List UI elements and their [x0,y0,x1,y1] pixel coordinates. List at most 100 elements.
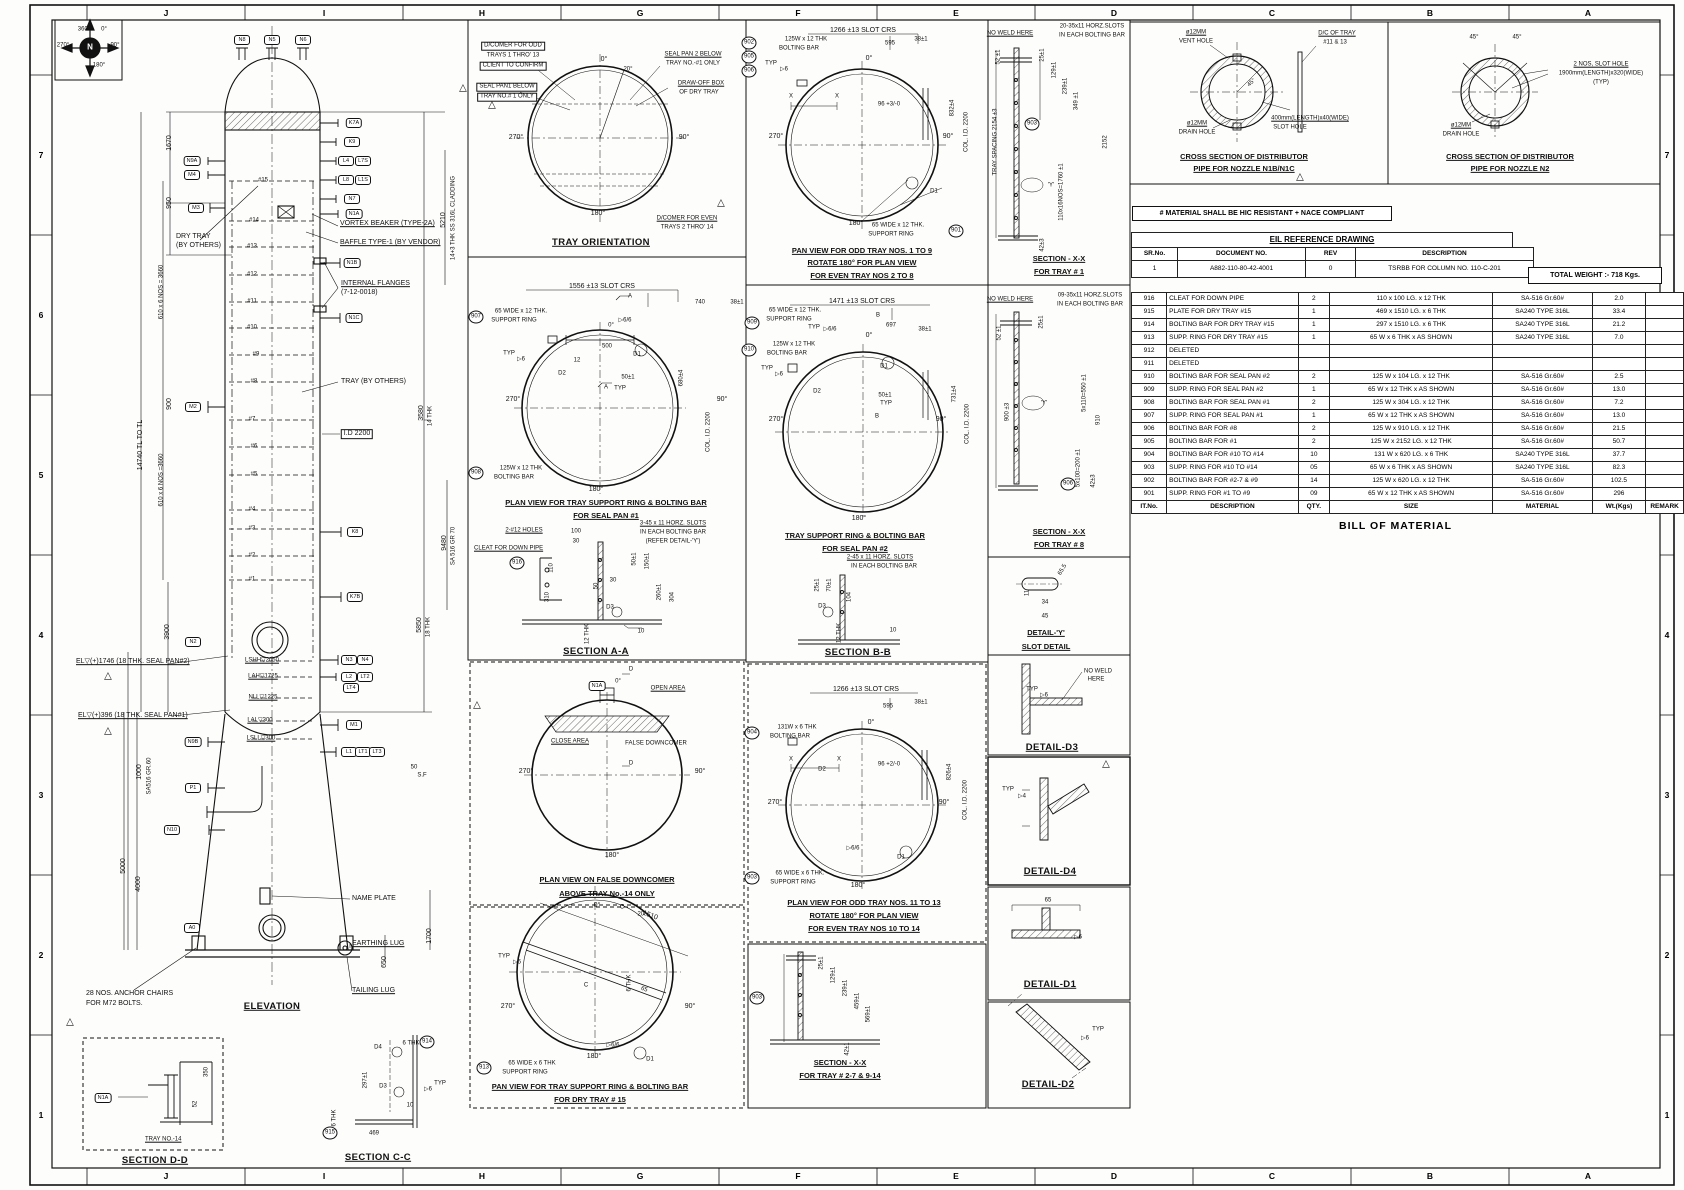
bom-cell: 7.0 [1591,331,1647,345]
drawing-label: BOLTING BAR [767,350,807,357]
bom-cell: SA240 TYPE 316L [1492,331,1593,345]
drawing-label: △ [1296,171,1304,183]
drawing-label: ø12MM [1186,120,1208,127]
drawing-label: 52 ±1 [996,325,1003,341]
drawing-label: N1A [94,1093,112,1103]
tray-orientation-view [516,54,684,222]
bom-cell [1328,344,1494,358]
drawing-label: 950 [166,197,174,209]
grid-col-F: F [795,8,801,18]
drawing-label: △ [459,82,467,94]
nozzle-n6: N6 [295,35,311,45]
drawing-label: OPEN AREA [650,685,686,692]
bom-cell: 901 [1130,487,1168,501]
bom-cell: 50.7 [1591,435,1647,449]
north-arrow: N [87,42,93,52]
bom-cell: 10 [1297,448,1330,462]
bom-cell: 1 [1297,409,1330,423]
section-cc [355,1035,418,1128]
grid-col-I: I [322,1171,326,1181]
drawing-label: 90° [935,416,947,424]
bom-cell [1645,331,1684,345]
drawing-label: X [836,756,842,763]
drawing-label: PAN VIEW FOR ODD TRAY NOS. 1 TO 9 [791,245,933,255]
drawing-label: C [583,982,589,989]
drawing-label: LSLL▽300 [246,735,276,742]
drawing-label: 1670 [166,135,174,151]
drawing-label: SECTION C-C [344,1151,412,1163]
drawing-label: S.F [417,772,427,779]
drawing-label: SECTION B-B [824,646,892,658]
drawing-label: DETAIL-D4 [1023,865,1077,877]
bom-cell: 913 [1130,331,1168,345]
bom-cell: 908 [1130,396,1168,410]
drawing-label: B [874,413,880,420]
drawing-label: 0° [865,332,873,340]
drawing-label: 832±4 [949,99,956,117]
drawing-label: N1A [588,681,606,691]
drawing-label: 45° [1469,34,1479,41]
bom-cell: 903 [1130,461,1168,475]
bom-cell: 13.0 [1591,409,1647,423]
drawing-label: D1 [646,1056,654,1063]
drawing-label: A [603,384,609,391]
drawing-label: FOR EVEN TRAY NOS 10 TO 14 [808,923,920,933]
bom-cell [1645,422,1684,436]
drawing-label: 30 [609,577,617,584]
bom-cell: 296 [1591,487,1647,501]
bom-cell: BOLTING BAR FOR #2-7 & #9 [1166,474,1299,488]
bom-cell: SA-516 Gr.60# [1492,383,1593,397]
grid-col-H: H [478,8,486,18]
drawing-label: SEAL PAN 2 BELOW [664,51,722,58]
drawing-label: D2 [558,370,566,377]
drawing-label: SECTION - X-X [1032,526,1086,536]
drawing-label: K8 [347,527,363,537]
drawing-label: SECTION D-D [121,1154,189,1166]
detail-d1 [1011,904,1081,939]
drawing-label: PAN VIEW FOR TRAY SUPPORT RING & BOLTING… [491,1081,689,1091]
drawing-label: #11 [247,298,257,305]
drawing-label: 297±1 [362,1071,369,1089]
grid-row-7: 7 [38,150,44,160]
drawing-label: △ [1102,758,1110,770]
cross-section-n1b-n1c [1190,42,1317,142]
drawing-label: D2 [813,388,821,395]
drawing-label: 50±1 [621,374,635,381]
drawing-label: #15 [257,177,269,184]
bom-cell: 1 [1297,331,1330,345]
bom-cell: 1 [1297,305,1330,319]
drawing-label: FOR TRAY # 2-7 & 9-14 [799,1070,881,1080]
bom-cell [1645,409,1684,423]
section-dd [118,1061,213,1125]
drawing-label: HERE [1087,676,1105,683]
drawing-label: 5x100=200 ±1 [1075,448,1082,488]
drawing-label: 610 x 6 NOS = 3660 [158,264,165,320]
drawing-label: X [834,93,840,100]
drawing-label: 45° [1512,34,1522,41]
bom-cell: CLEAT FOR DOWN PIPE [1166,292,1299,306]
grid-col-A: A [1584,1171,1592,1181]
drawing-label: 3580 [418,405,426,421]
eil-reference-table: EIL REFERENCE DRAWING SR.No.DOCUMENT NO.… [1131,232,1534,278]
bom-cell: 131 W x 620 LG. x 6 THK [1328,448,1494,462]
drawing-label: 907 [468,310,484,324]
grid-col-I: I [322,8,326,18]
drawing-label: 96 +2/-0 [877,761,901,768]
drawing-label: #3 [248,525,256,532]
drawing-label: #6 [250,443,258,450]
drawing-label: 110x16NOS=1760 ±1 [1058,163,1065,221]
drawing-label: #2 [248,552,256,559]
drawing-label: SA516 GR.60 [146,757,153,795]
drawing-label: D3 [818,603,826,610]
drawing-label: DETAIL-'Y' [1027,627,1065,637]
bom-cell: 909 [1130,383,1168,397]
drawing-label: 400mm(LENGTH)x40(WIDE) [1271,115,1349,122]
bom-cell: 125 W x 304 LG. x 12 THK [1328,396,1494,410]
bom-cell: 906 [1130,422,1168,436]
drawing-label: 10 [637,628,645,635]
drawing-label: FOR SEAL PAN #1 [573,510,639,520]
drawing-label: #9 [252,351,260,358]
drawing-label: 0° [608,322,614,329]
bom-cell: SUPP. RING FOR SEAL PAN #1 [1166,409,1299,423]
